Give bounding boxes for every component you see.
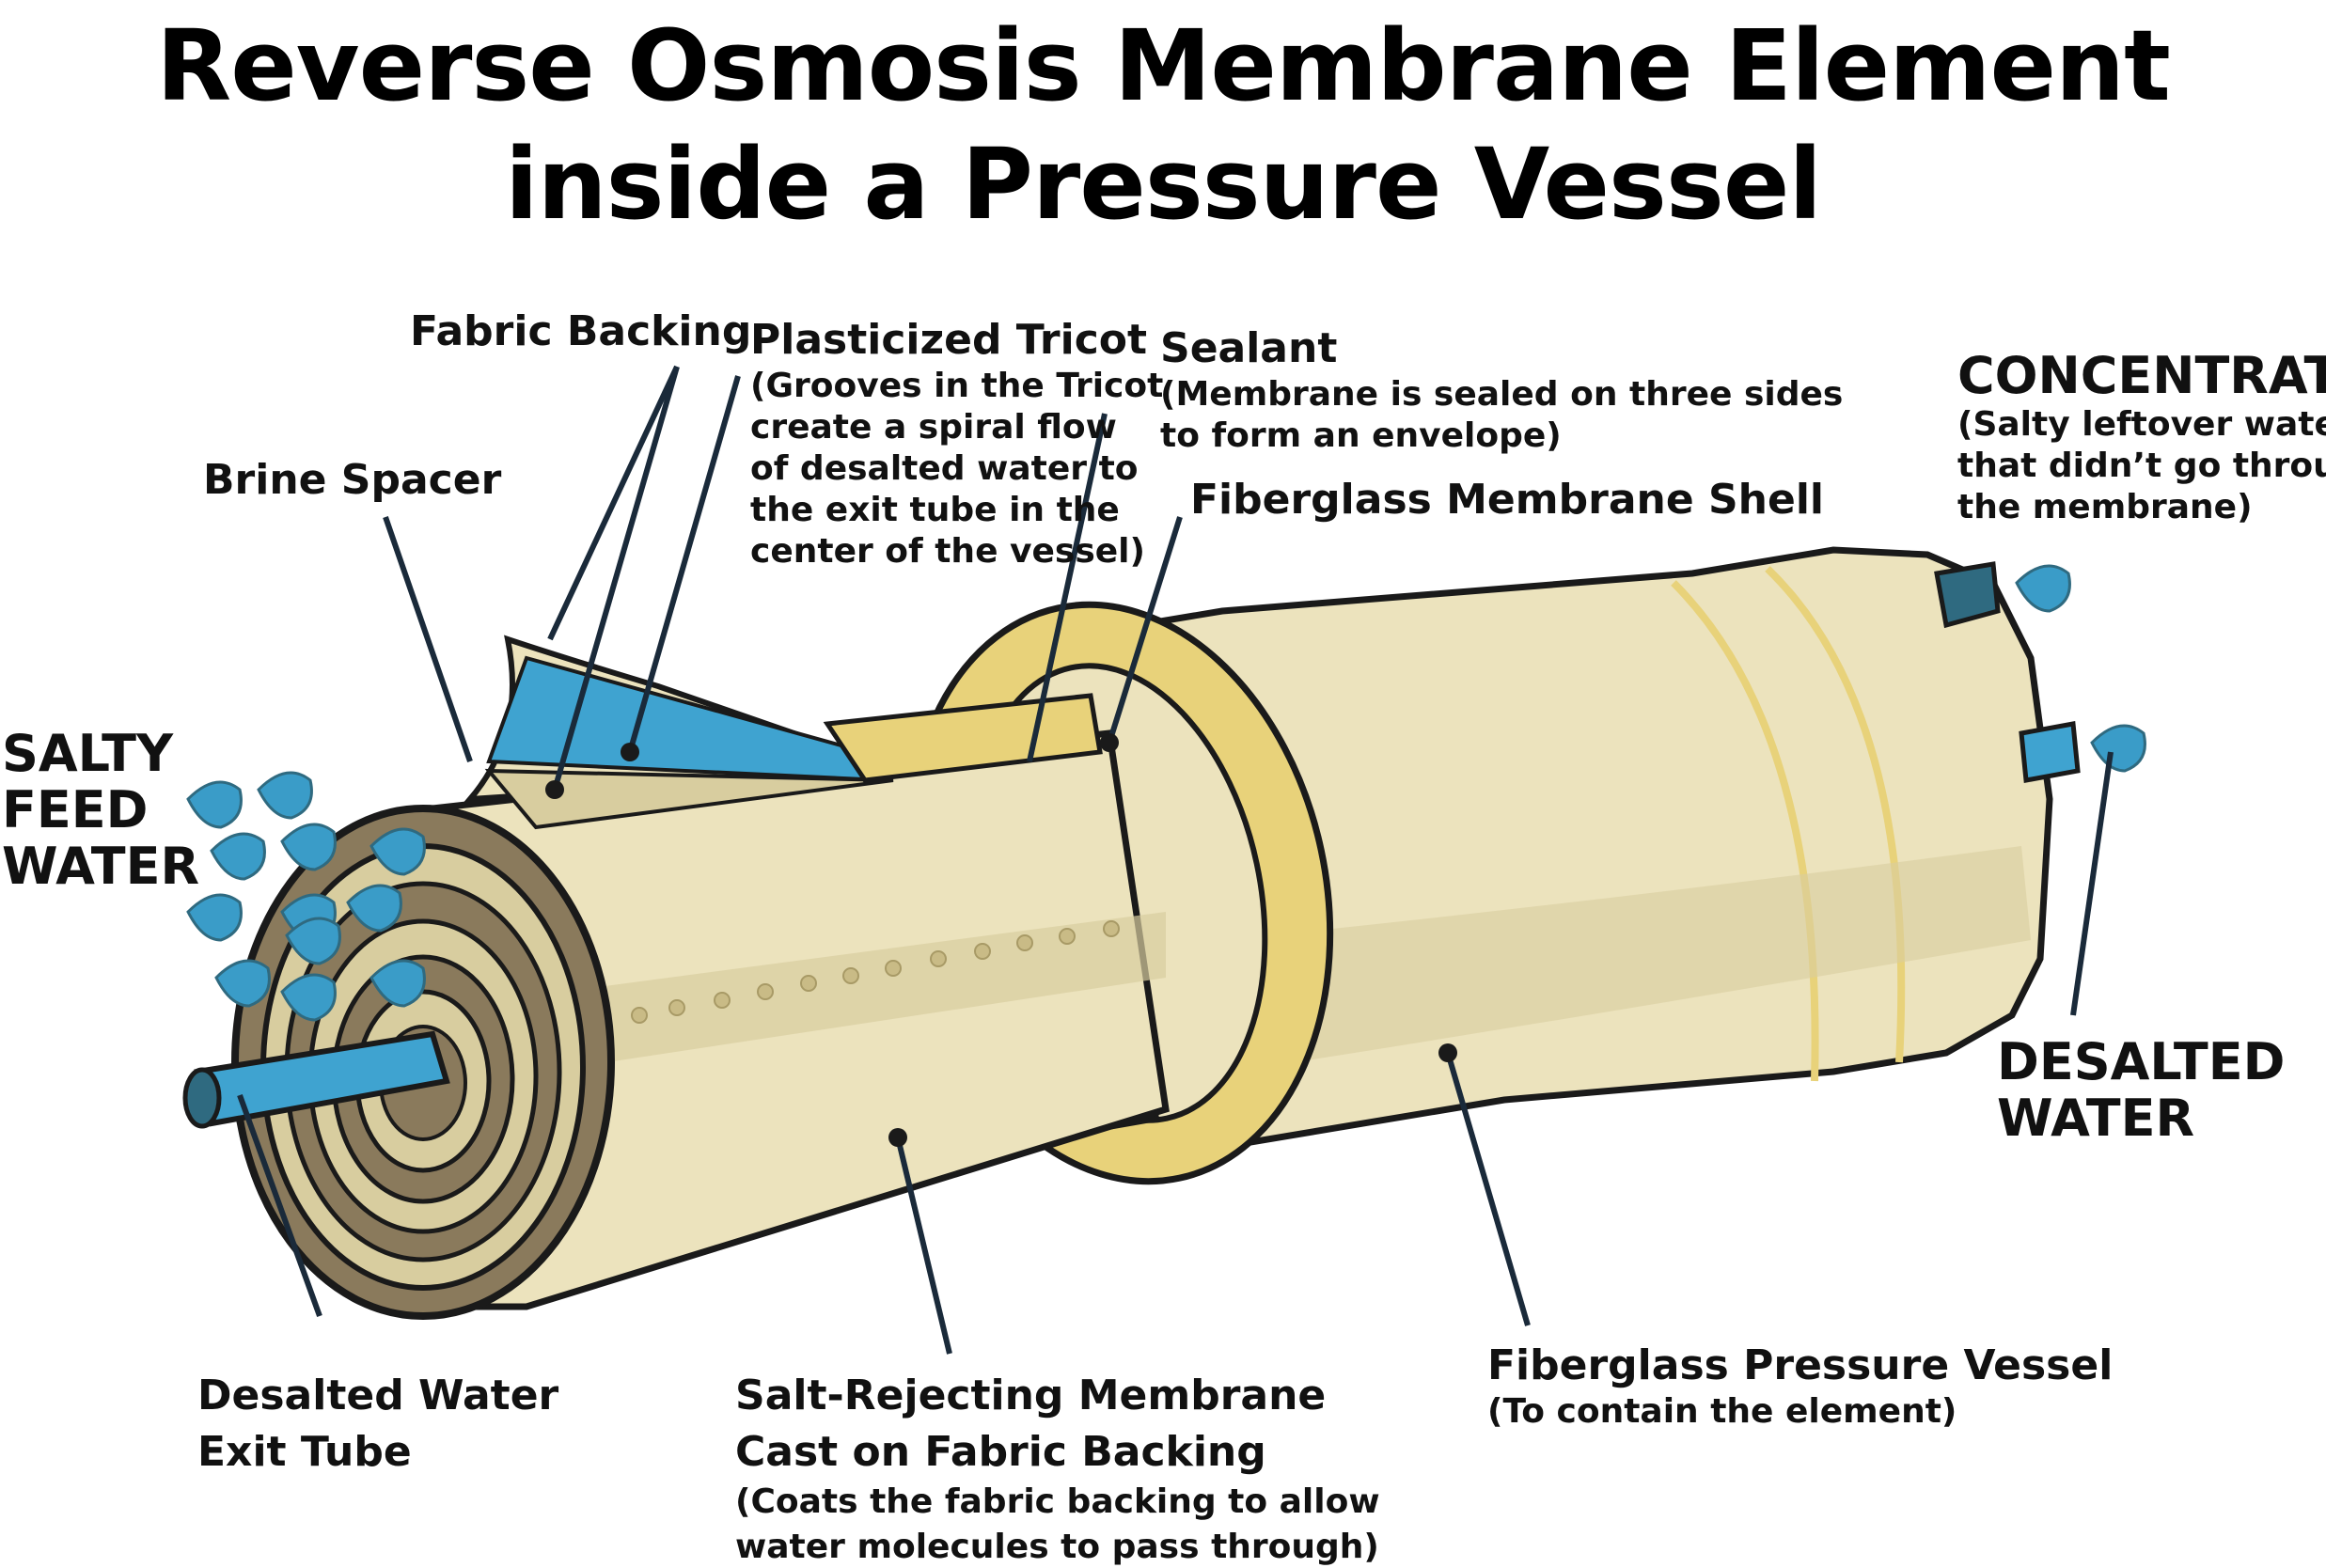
leader-dot xyxy=(888,1128,907,1147)
leader-fabric-backing xyxy=(552,366,680,791)
plasticized-tricot-note-line: center of the vessel) xyxy=(750,532,1145,571)
leader-salt-membrane xyxy=(895,1137,952,1355)
leader-brine-spacer xyxy=(383,516,473,762)
plasticized-tricot-note-line: (Grooves in the Tricot xyxy=(750,367,1164,405)
pressure-vessel-note: (To contain the element) xyxy=(1487,1392,1957,1431)
concentrate-title: CONCENTRATE xyxy=(1957,346,2326,405)
membrane-shell-title: Fiberglass Membrane Shell xyxy=(1190,476,1825,524)
plasticized-tricot-note-line: create a spiral flow xyxy=(750,408,1117,447)
feed-droplet xyxy=(280,973,337,1022)
feed-droplet xyxy=(214,959,271,1008)
sealant-note-line: to form an envelope) xyxy=(1160,416,1562,455)
salt-membrane-note-line: water molecules to pass through) xyxy=(735,1528,1379,1566)
leader-sealant xyxy=(1027,413,1108,762)
feed-droplet xyxy=(257,771,313,820)
label-fiberglass-membrane-shell: Fiberglass Membrane Shell xyxy=(1190,475,1824,525)
feed-droplet xyxy=(346,884,402,933)
leader-dot xyxy=(1438,1043,1457,1062)
leader-fabric-backing xyxy=(547,365,680,641)
desalted-droplet xyxy=(2090,724,2146,773)
fabric-backing-title: Fabric Backing xyxy=(410,307,752,355)
label-fiberglass-pressure-vessel: Fiberglass Pressure Vessel (To contain t… xyxy=(1487,1341,2113,1433)
feed-droplet xyxy=(369,959,426,1008)
label-brine-spacer: Brine Spacer xyxy=(203,455,501,506)
label-concentrate: CONCENTRATE (Salty leftover water that d… xyxy=(1957,348,2326,528)
water-droplets xyxy=(186,564,2146,1022)
label-salty-feed-water: SALTY FEED WATER xyxy=(2,726,199,895)
exit-tube-line: Exit Tube xyxy=(197,1428,412,1476)
feed-droplet xyxy=(369,827,426,876)
leader-desalted-water xyxy=(2070,751,2114,1016)
label-fabric-backing: Fabric Backing xyxy=(410,306,751,357)
desalted-water-exit-tube xyxy=(182,1030,450,1129)
pressure-vessel-title: Fiberglass Pressure Vessel xyxy=(1487,1341,2114,1389)
plasticized-tricot-note-line: the exit tube in the xyxy=(750,491,1120,529)
leader-dot xyxy=(621,743,639,761)
leader-membrane-shell xyxy=(1107,516,1183,744)
feed-droplet xyxy=(186,893,243,942)
leader-dot xyxy=(545,780,564,799)
feed-droplet xyxy=(285,917,341,965)
diagram-title-line2: inside a Pressure Vessel xyxy=(504,127,1822,242)
concentrate-note-line: the membrane) xyxy=(1957,488,2253,526)
salt-membrane-note-line: (Coats the fabric backing to allow xyxy=(735,1482,1380,1521)
label-plasticized-tricot: Plasticized Tricot (Grooves in the Trico… xyxy=(750,315,1163,572)
leader-lines xyxy=(237,365,2114,1355)
diagram-title-line1: Reverse Osmosis Membrane Element xyxy=(156,8,2171,123)
plasticized-tricot-title: Plasticized Tricot xyxy=(750,316,1148,364)
exit-tube-line: Desalted Water xyxy=(197,1372,559,1419)
concentrate-droplet xyxy=(2015,564,2071,613)
salty-feed-water-line: SALTY xyxy=(2,724,174,783)
leader-pressure-vessel xyxy=(1445,1052,1531,1326)
concentrate-note-line: that didn’t go through xyxy=(1957,447,2326,485)
feed-droplet xyxy=(210,832,266,881)
concentrate-outlet-tube xyxy=(1934,561,2001,629)
desalted-water-line: DESALTED xyxy=(1997,1032,2286,1091)
plasticized-tricot-note-line: of desalted water to xyxy=(750,449,1139,488)
feed-droplet xyxy=(280,823,337,871)
leader-dot xyxy=(1100,733,1119,752)
salty-feed-water-line: WATER xyxy=(2,837,200,896)
sealant-note-line: (Membrane is sealed on three sides xyxy=(1160,375,1844,414)
label-desalted-water-exit-tube: Desalted Water Exit Tube xyxy=(197,1371,558,1478)
label-desalted-water: DESALTED WATER xyxy=(1997,1034,2285,1147)
leader-exit-tube xyxy=(237,1093,322,1318)
concentrate-note-line: (Salty leftover water xyxy=(1957,405,2326,444)
unrolled-membrane-leaves xyxy=(464,635,1103,830)
brine-spacer-title: Brine Spacer xyxy=(203,456,502,504)
label-salt-rejecting-membrane: Salt-Rejecting Membrane Cast on Fabric B… xyxy=(735,1371,1380,1568)
salt-membrane-title-line: Cast on Fabric Backing xyxy=(735,1428,1266,1476)
feed-droplet xyxy=(186,780,243,829)
perforation-holes xyxy=(631,920,1120,1024)
sealant-title: Sealant xyxy=(1160,324,1338,372)
leader-plasticized-tricot xyxy=(627,375,741,753)
desalted-water-outlet-tube xyxy=(2019,721,2081,783)
salty-feed-water-line: FEED xyxy=(2,780,149,839)
desalted-water-line: WATER xyxy=(1997,1089,2195,1148)
salt-membrane-title-line: Salt-Rejecting Membrane xyxy=(735,1372,1327,1419)
label-sealant: Sealant (Membrane is sealed on three sid… xyxy=(1160,323,1843,457)
